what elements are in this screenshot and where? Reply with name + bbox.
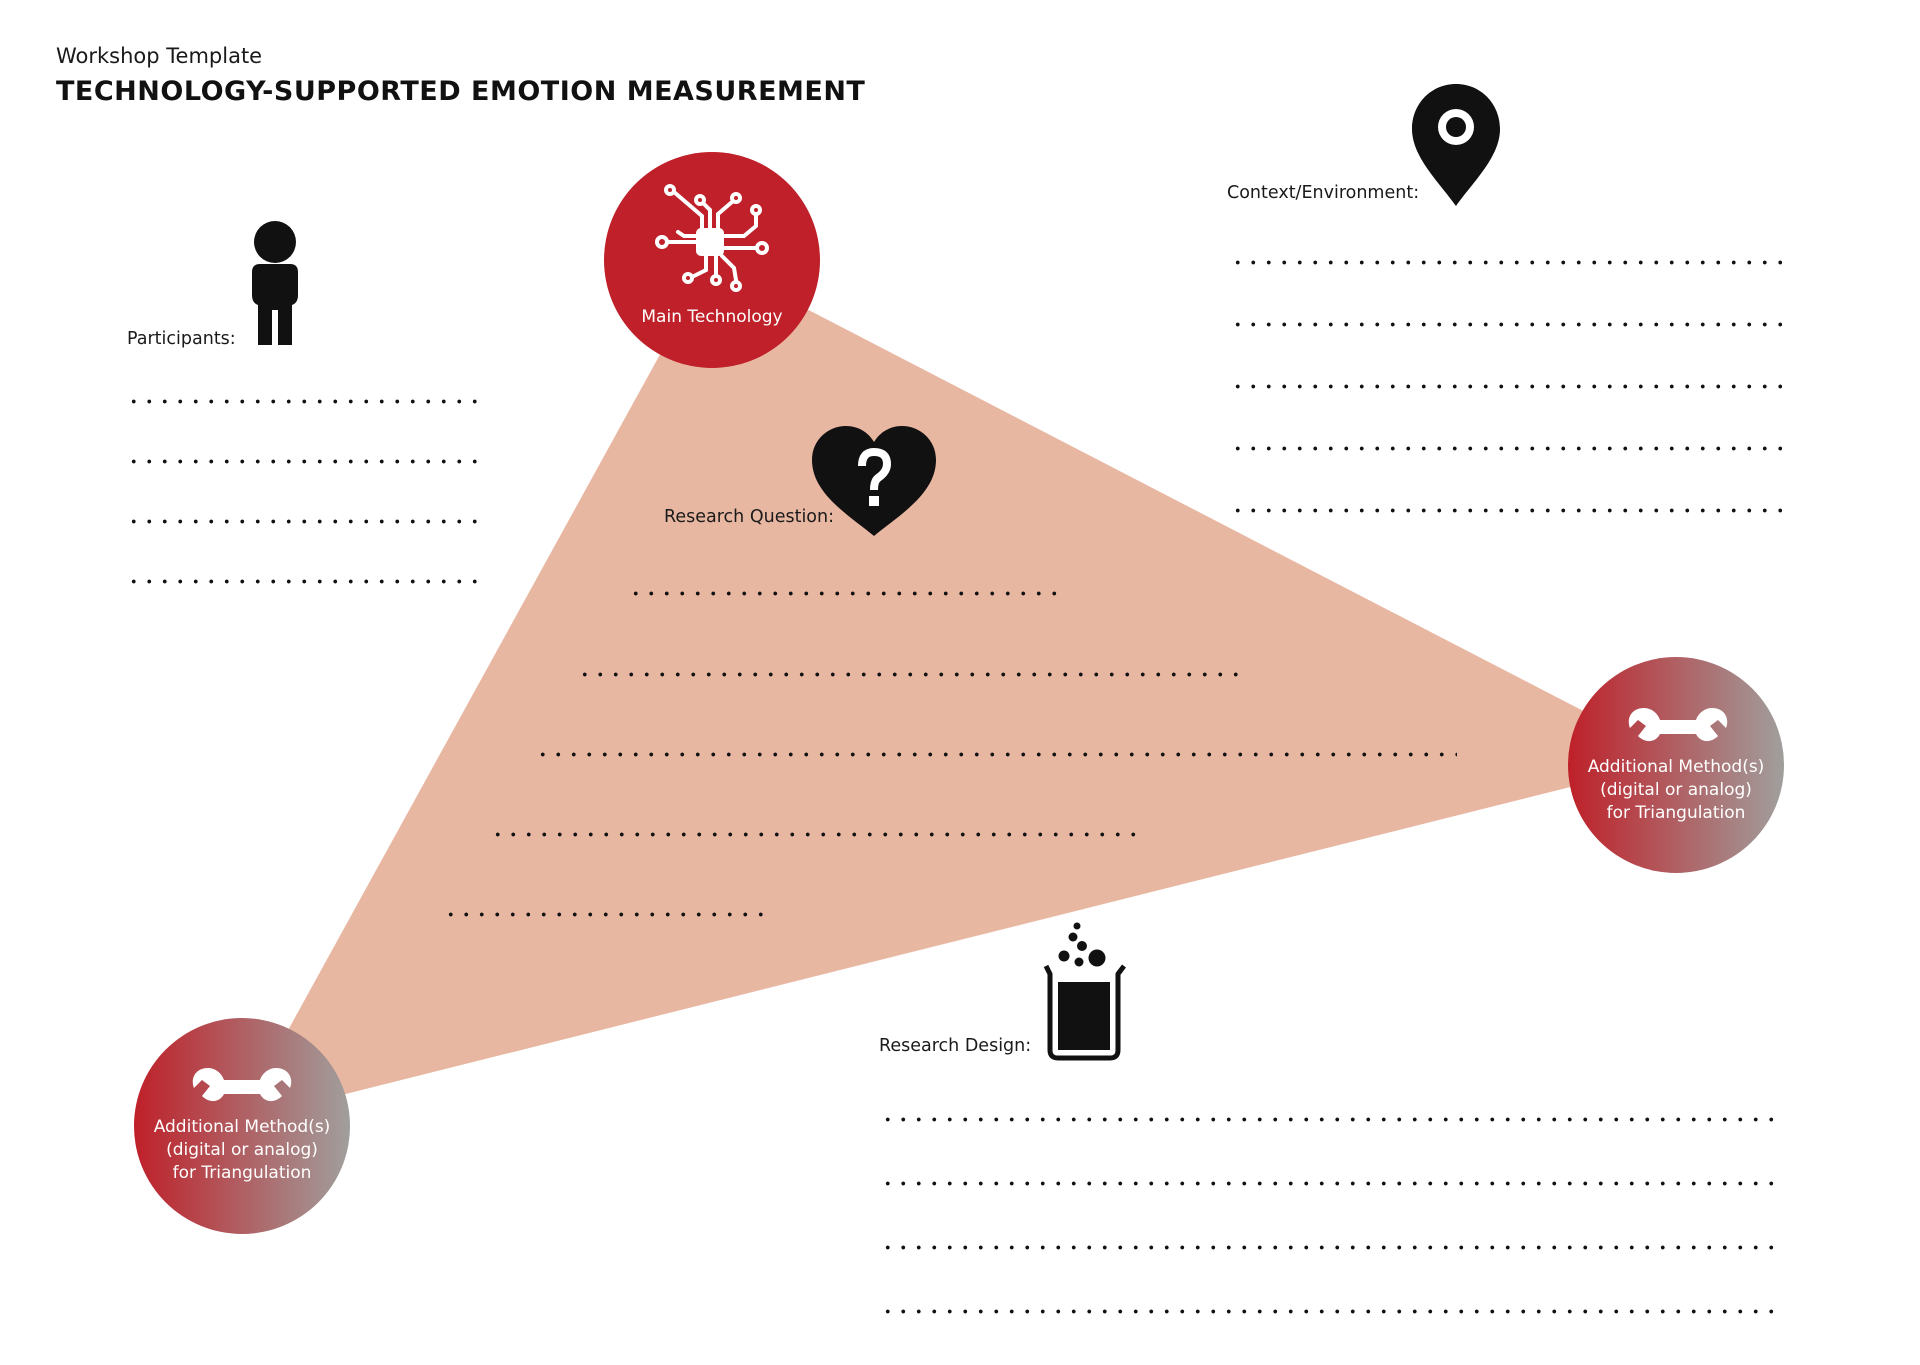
wrench-icon (192, 1068, 292, 1102)
research-question-line-4[interactable] (490, 832, 1144, 837)
research-design-label: Research Design: (879, 1036, 1032, 1056)
participants-line-3[interactable] (126, 519, 482, 524)
context-label: Context/Environment: (1227, 183, 1420, 203)
participants-line-1[interactable] (126, 399, 482, 404)
participants-label: Participants: (127, 329, 236, 349)
context-line-3[interactable] (1230, 384, 1782, 389)
additional-method-right-text-2: (digital or analog) (1600, 780, 1752, 800)
additional-method-right-text-1: Additional Method(s) (1587, 757, 1765, 777)
research-design-line-4[interactable] (880, 1309, 1782, 1314)
circuit-chip-icon (655, 184, 769, 292)
research-design-line-1[interactable] (880, 1117, 1782, 1122)
context-line-2[interactable] (1230, 322, 1782, 327)
main-technology-node (604, 152, 820, 368)
person-icon (252, 221, 298, 345)
research-question-label: Research Question: (664, 507, 835, 527)
participants-line-4[interactable] (126, 579, 482, 584)
beaker-icon (1043, 922, 1126, 1061)
context-line-4[interactable] (1230, 446, 1782, 451)
participants-line-2[interactable] (126, 459, 482, 464)
research-question-line-5[interactable] (443, 912, 763, 917)
map-pin-icon (1412, 84, 1500, 206)
research-question-line-1[interactable] (628, 591, 1064, 596)
context-line-5[interactable] (1230, 508, 1782, 513)
page-title: TECHNOLOGY-SUPPORTED EMOTION MEASUREMENT (56, 76, 866, 107)
additional-method-right-text-3: for Triangulation (1606, 803, 1746, 823)
page-subtitle: Workshop Template (56, 44, 263, 68)
additional-method-left-text-1: Additional Method(s) (153, 1117, 331, 1137)
additional-method-node-left (134, 1018, 350, 1234)
research-question-line-2[interactable] (577, 672, 1239, 677)
additional-method-node-right (1568, 657, 1784, 873)
main-technology-label: Main Technology (641, 307, 783, 327)
context-line-1[interactable] (1230, 260, 1782, 265)
research-design-line-2[interactable] (880, 1181, 1782, 1186)
wrench-icon (1628, 708, 1728, 742)
additional-method-left-text-3: for Triangulation (172, 1163, 312, 1183)
additional-method-left-text-2: (digital or analog) (166, 1140, 318, 1160)
research-design-line-3[interactable] (880, 1245, 1782, 1250)
heart-question-icon (812, 426, 936, 536)
research-question-line-3[interactable] (535, 752, 1457, 757)
